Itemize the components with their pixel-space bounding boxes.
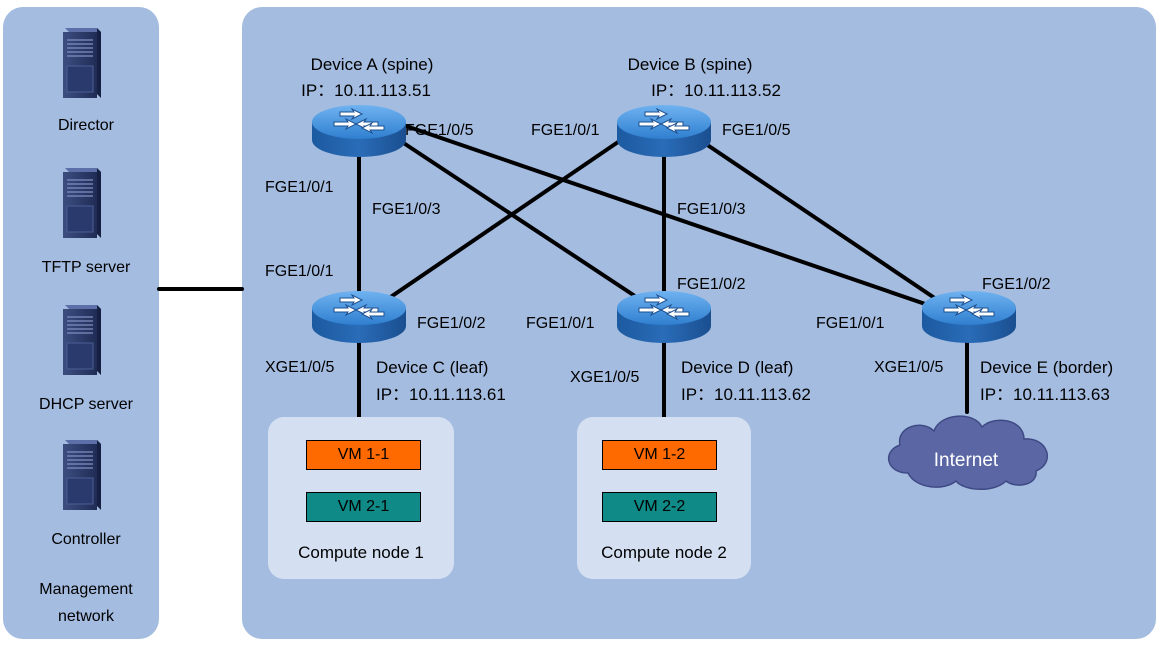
device-c-name: Device C (leaf) bbox=[376, 358, 489, 377]
device-e-ip: IP：10.11.113.63 bbox=[980, 385, 1110, 404]
switch-icon-device-b bbox=[615, 102, 713, 160]
port-label-b-fge105: FGE1/0/5 bbox=[722, 122, 791, 139]
device-e-name: Device E (border) bbox=[980, 358, 1114, 377]
internet-label: Internet bbox=[933, 450, 999, 471]
director-label: Director bbox=[57, 117, 115, 134]
device-a-name: Device A (spine) bbox=[310, 55, 434, 74]
switch-icon-device-e bbox=[920, 288, 1018, 346]
port-label-c-fge102: FGE1/0/2 bbox=[417, 315, 486, 332]
server-icon bbox=[59, 166, 103, 240]
server-icon bbox=[59, 303, 103, 377]
device-c-ip: IP：10.11.113.61 bbox=[376, 385, 506, 404]
switch-icon-device-d bbox=[615, 288, 713, 346]
compute-node-1: VM 1-1 VM 2-1 Compute node 1 bbox=[268, 417, 454, 579]
device-b-name: Device B (spine) bbox=[627, 55, 753, 74]
vm-2-2: VM 2-2 bbox=[602, 492, 717, 522]
port-label-c-xge105: XGE1/0/5 bbox=[265, 359, 335, 376]
port-label-b-fge101: FGE1/0/1 bbox=[531, 122, 600, 139]
tftp-server-label: TFTP server bbox=[41, 259, 131, 276]
device-b-ip: IP：10.11.113.52 bbox=[651, 81, 781, 100]
port-label-a-fge105: FGE1/0/5 bbox=[405, 122, 474, 139]
port-label-a-fge103: FGE1/0/3 bbox=[372, 201, 441, 218]
link-b-c bbox=[374, 138, 623, 309]
port-label-d-fge102: FGE1/0/2 bbox=[677, 276, 746, 293]
vm-1-1: VM 1-1 bbox=[306, 440, 421, 470]
switch-icon-device-c bbox=[310, 288, 408, 346]
port-label-d-fge101: FGE1/0/1 bbox=[526, 315, 595, 332]
link-a-d bbox=[394, 136, 652, 308]
device-d-name: Device D (leaf) bbox=[681, 358, 794, 377]
vm-2-1: VM 2-1 bbox=[306, 492, 421, 522]
controller-label: Controller bbox=[51, 531, 121, 548]
port-label-c-fge101: FGE1/0/1 bbox=[265, 263, 334, 280]
port-label-e-fge101: FGE1/0/1 bbox=[816, 315, 885, 332]
port-label-b-fge103: FGE1/0/3 bbox=[677, 201, 746, 218]
port-label-e-xge105: XGE1/0/5 bbox=[874, 359, 944, 376]
compute-node-2-label: Compute node 2 bbox=[601, 543, 727, 562]
compute-node-1-label: Compute node 1 bbox=[298, 543, 424, 562]
management-network-label-line1: Management bbox=[39, 581, 133, 598]
device-a-ip: IP：10.11.113.51 bbox=[301, 81, 431, 100]
port-label-d-xge105: XGE1/0/5 bbox=[570, 369, 640, 386]
port-label-e-fge102: FGE1/0/2 bbox=[982, 276, 1051, 293]
switch-icon-device-a bbox=[310, 102, 408, 160]
link-a-e bbox=[404, 124, 936, 309]
device-d-ip: IP：10.11.113.62 bbox=[681, 385, 811, 404]
server-icon bbox=[59, 26, 103, 100]
compute-node-2: VM 1-2 VM 2-2 Compute node 2 bbox=[577, 417, 751, 579]
vm-1-2: VM 1-2 bbox=[602, 440, 717, 470]
management-network-label-line2: network bbox=[57, 608, 115, 625]
port-label-a-fge101: FGE1/0/1 bbox=[265, 179, 334, 196]
dhcp-server-label: DHCP server bbox=[39, 396, 133, 413]
server-icon bbox=[59, 438, 103, 512]
link-b-e bbox=[698, 138, 947, 307]
cloud-icon bbox=[888, 415, 1048, 490]
